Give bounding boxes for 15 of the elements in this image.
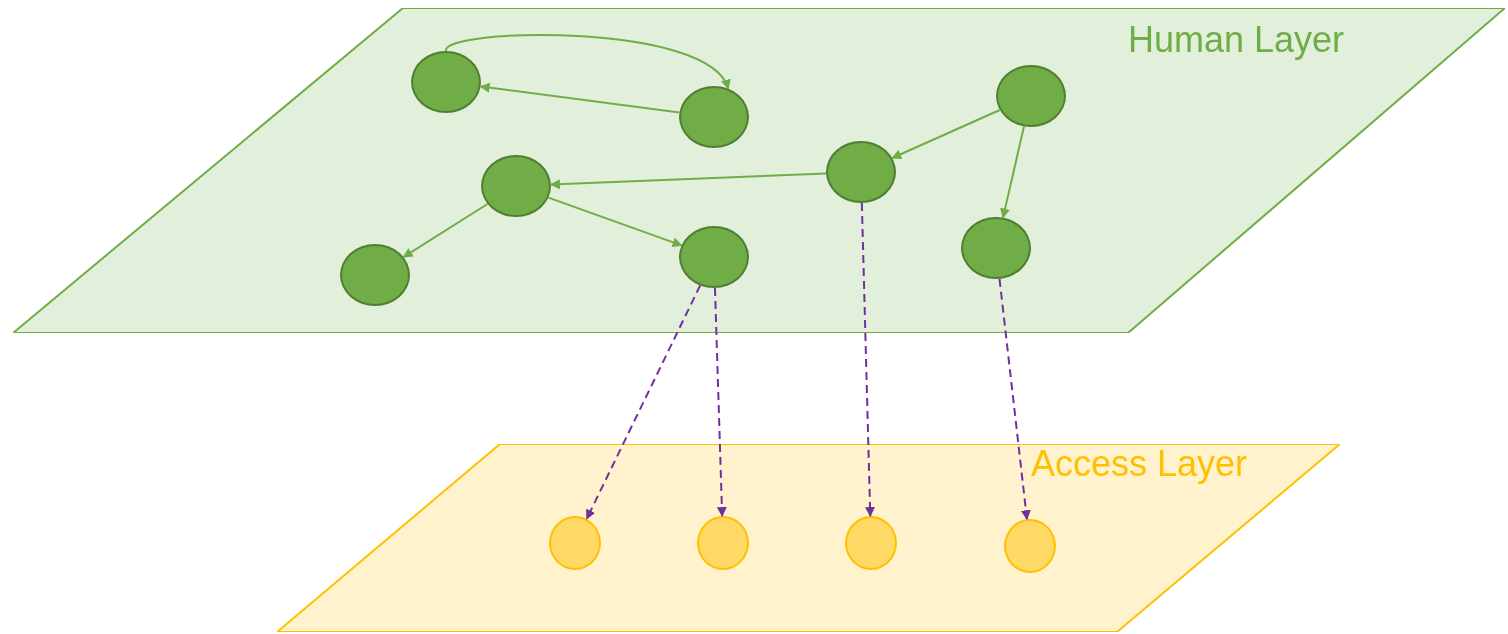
arrow [445, 34, 730, 90]
arrow [1000, 125, 1025, 219]
layer-label: Human Layer [1128, 22, 1345, 58]
arrow [402, 203, 489, 258]
arrow [549, 172, 828, 190]
arrow [714, 287, 727, 517]
arrow [585, 284, 702, 520]
arrow [891, 108, 1001, 160]
layer-plane [277, 444, 1340, 632]
layer-label: Access Layer [1031, 446, 1248, 482]
arrow [860, 202, 876, 517]
arrow [479, 82, 681, 114]
layer-plane [13, 8, 1505, 333]
arrow [547, 196, 683, 248]
arrow [998, 277, 1031, 521]
